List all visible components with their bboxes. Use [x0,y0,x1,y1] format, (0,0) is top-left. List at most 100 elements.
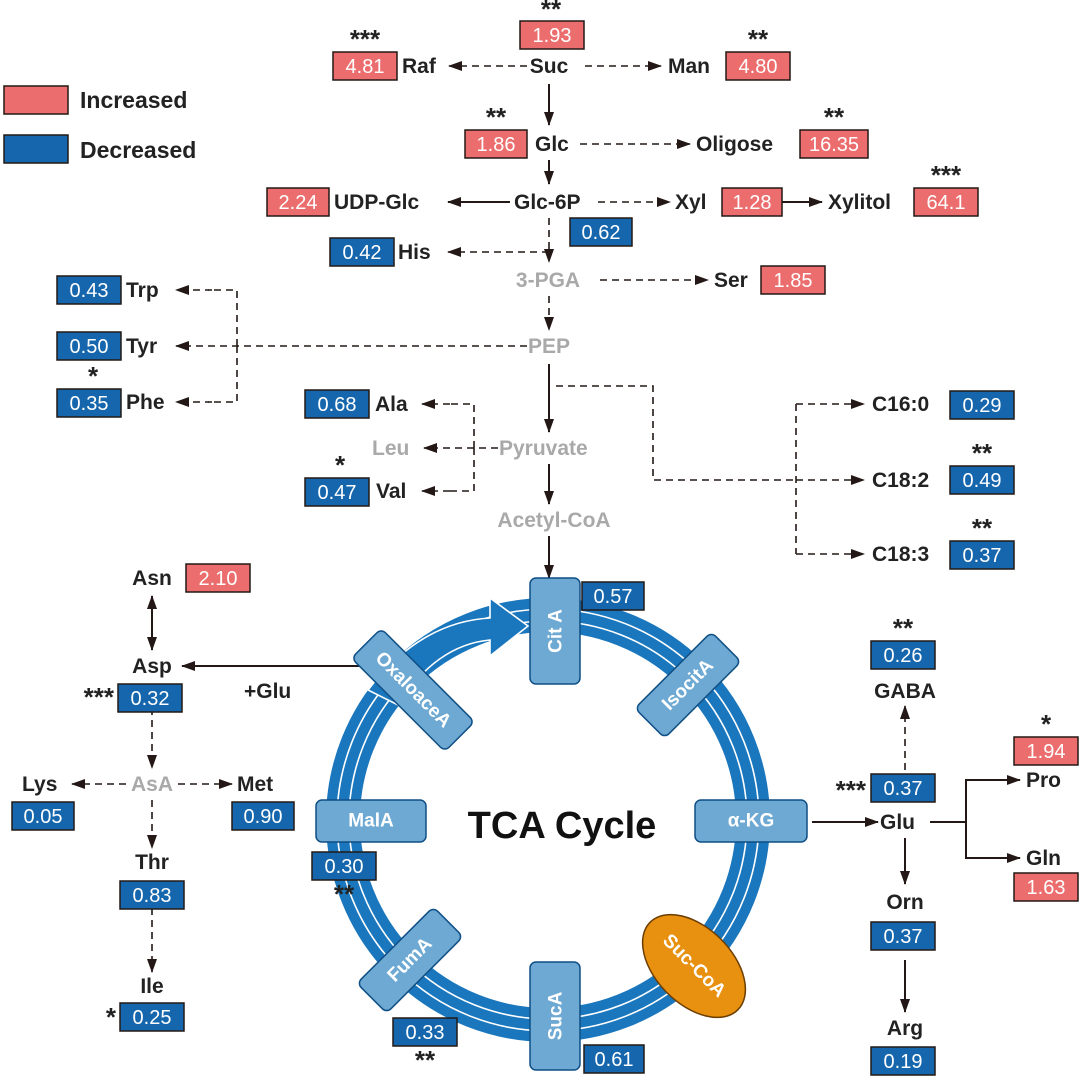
xyl-value-text: 1.28 [733,192,772,214]
value-box-lys: 0.05 [11,801,75,831]
xylitol-value-text: 64.1 [927,192,966,214]
label-c160: C16:0 [872,393,929,416]
suca-value-text: 0.61 [595,1049,634,1071]
label-met: Met [237,773,273,796]
suca-value-box-rect [583,1044,645,1074]
label-trp: Trp [126,279,159,302]
akg-value-text: 0.37 [884,778,923,800]
value-box-c160: 0.29 [949,390,1015,420]
pro-significance-marker: * [1041,709,1052,739]
glc6p-value-box-rect [569,217,633,247]
xyl-value-box-rect [721,187,783,217]
value-box-ala: 0.68 [304,389,370,419]
label-suc: Suc [530,55,569,78]
trp-value-box-rect [56,275,122,305]
ser-value-box-rect [760,265,826,295]
value-box-akg: 0.37 *** [836,773,936,805]
glc6p-value-text: 0.62 [582,222,621,244]
akg-significance-marker: *** [836,775,867,805]
value-box-udpglc: 2.24 [266,187,330,217]
label-leu: Leu [372,437,409,460]
label-gaba: GABA [874,680,936,703]
glc-value-text: 1.86 [477,134,516,156]
ala-value-box-rect [304,389,370,419]
value-box-thr: 0.83 [119,880,185,910]
gaba-value-box-rect [870,640,936,670]
asp-value-text: 0.32 [131,688,170,710]
fuma-value-box-rect [392,1017,458,1047]
pro-value-text: 1.94 [1027,741,1066,763]
label-glc: Glc [535,133,569,156]
ile-significance-marker: * [106,1002,117,1032]
label-pep: PEP [528,335,570,358]
man-value-box-rect [725,51,791,81]
fuma-value-text: 0.33 [406,1022,445,1044]
label-glu-note: +Glu [244,680,291,703]
arg-value-box-rect [870,1046,936,1076]
value-box-ser: 1.85 [760,265,826,295]
value-box-his: 0.42 [329,237,395,267]
label-3pga: 3-PGA [516,269,580,292]
trp-value-text: 0.43 [70,280,109,302]
value-box-c183: 0.37** [949,513,1015,570]
svg-text:MalA: MalA [348,811,394,832]
raf-value-box-rect [332,51,398,81]
label-arg: Arg [887,1017,923,1040]
oligose-value-box-rect [799,129,869,159]
ser-value-text: 1.85 [774,270,813,292]
thr-value-box-rect [119,880,185,910]
label-acetylcoa: Acetyl-CoA [497,509,610,532]
value-box-suc: 1.93** [519,0,585,50]
label-ser: Ser [714,269,748,292]
ile-value-box-rect [119,1002,185,1032]
legend: Increased Decreased [3,85,196,164]
his-value-box-rect [329,237,395,267]
met-value-box-rect [231,801,295,831]
c183-significance-marker: ** [972,513,993,543]
value-box-glc: 1.86** [464,102,528,159]
gln-value-text: 1.63 [1027,877,1066,899]
pathway-arrows [71,61,1021,1013]
lys-value-box-rect [11,801,75,831]
val-significance-marker: * [335,450,346,480]
raf-value-text: 4.81 [346,56,385,78]
value-box-xyl: 1.28 [721,187,783,217]
lys-value-text: 0.05 [24,806,63,828]
label-c182: C18:2 [872,469,929,492]
label-ala: Ala [375,393,408,416]
label-raf: Raf [402,55,437,78]
mala-value-box-rect [311,851,377,881]
label-xylitol: Xylitol [828,191,891,214]
orn-value-text: 0.37 [884,926,923,948]
label-c183: C18:3 [872,543,929,566]
value-box-cita: 0.57 [581,581,645,611]
value-box-mala: 0.30** [311,851,377,909]
c160-value-box-rect [949,390,1015,420]
ile-value-text: 0.25 [133,1007,172,1029]
value-box-gln: 1.63 [1013,872,1079,902]
phe-value-box-rect [56,388,122,418]
value-box-fuma: 0.33** [392,1017,458,1075]
label-glc6p: Glc-6P [514,191,581,214]
gaba-significance-marker: ** [893,613,914,643]
udpglc-value-box-rect [266,187,330,217]
label-asa: AsA [131,773,173,796]
cit-a-box: Cit A [529,577,581,685]
ala-value-text: 0.68 [318,394,357,416]
orn-value-box-rect [870,921,936,951]
fuma-significance-marker: ** [415,1045,436,1075]
met-value-text: 0.90 [244,806,283,828]
value-box-arg: 0.19 [870,1046,936,1076]
label-his: His [398,241,431,264]
thr-value-text: 0.83 [133,885,172,907]
tyr-value-text: 0.50 [70,336,109,358]
label-man: Man [668,55,710,78]
label-udpglc: UDP-Glc [334,191,420,214]
value-box-met: 0.90 [231,801,295,831]
label-pyruvate: Pyruvate [499,437,588,460]
value-box-trp: 0.43 [56,275,122,305]
tyr-value-box-rect [56,331,122,361]
gln-value-box-rect [1013,872,1079,902]
arg-value-text: 0.19 [884,1051,923,1073]
